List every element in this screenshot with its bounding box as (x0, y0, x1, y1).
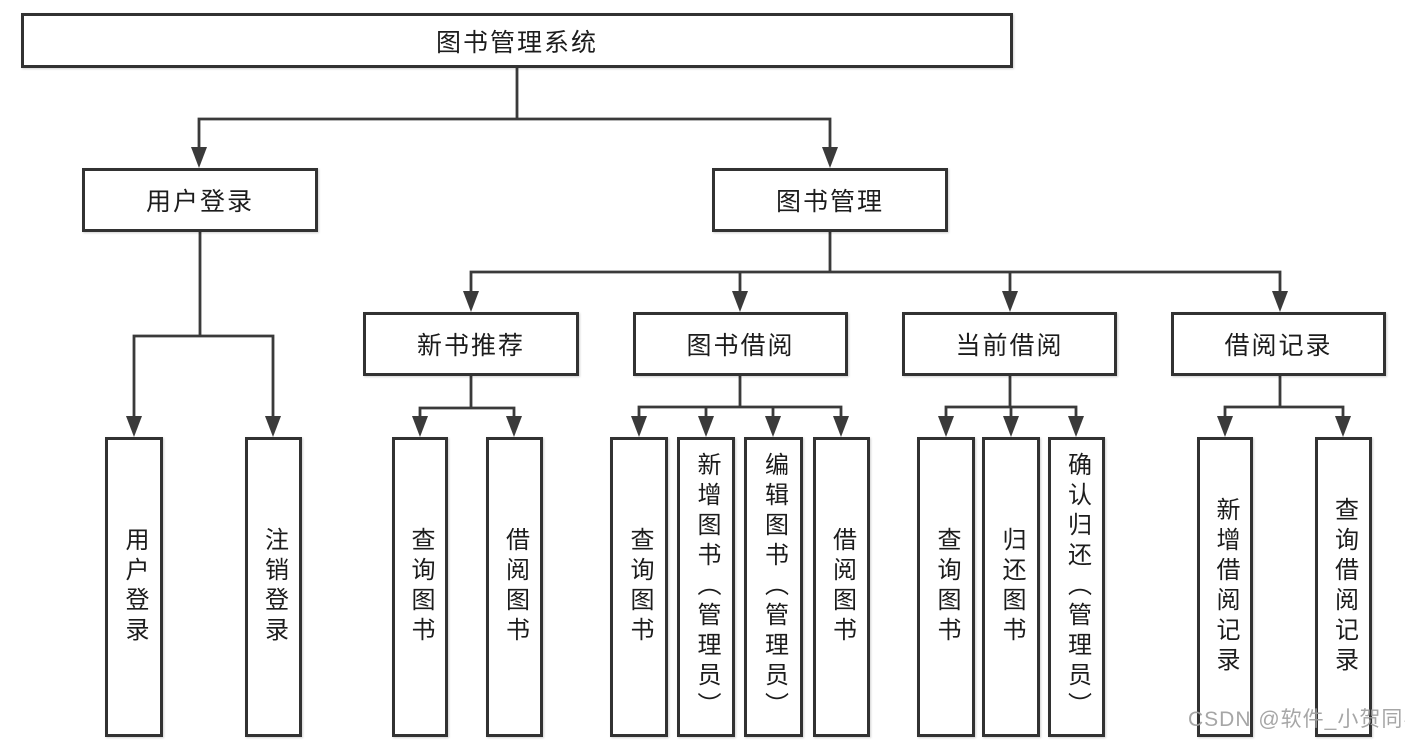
leaf-confirm-return-admin: 确认归还（管理员） (1048, 437, 1105, 737)
node-user-login: 用户登录 (82, 168, 318, 232)
node-library-system: 图书管理系统 (21, 13, 1013, 68)
leaf-query-books-current: 查询图书 (917, 437, 975, 737)
leaf-add-borrow-record: 新增借阅记录 (1197, 437, 1253, 737)
node-borrowing-records: 借阅记录 (1171, 312, 1386, 376)
leaf-borrow-books-recommend: 借阅图书 (486, 437, 543, 737)
leaf-query-books-recommend: 查询图书 (392, 437, 448, 737)
leaf-user-login: 用户登录 (105, 437, 163, 737)
leaf-borrow-books-borrowing: 借阅图书 (813, 437, 870, 737)
leaf-query-borrow-record: 查询借阅记录 (1315, 437, 1372, 737)
leaf-query-books-borrowing: 查询图书 (610, 437, 668, 737)
node-book-borrowing: 图书借阅 (633, 312, 848, 376)
arrowheads (126, 147, 1351, 437)
leaf-edit-book-admin: 编辑图书（管理员） (744, 437, 803, 737)
csdn-watermark: CSDN @软件_小贺同学 (1188, 708, 1405, 731)
node-book-management: 图书管理 (712, 168, 948, 232)
leaf-return-books: 归还图书 (982, 437, 1040, 737)
leaf-add-book-admin: 新增图书（管理员） (677, 437, 735, 737)
node-current-borrowing: 当前借阅 (902, 312, 1117, 376)
leaf-logout: 注销登录 (245, 437, 302, 737)
node-new-book-recommend: 新书推荐 (363, 312, 579, 376)
